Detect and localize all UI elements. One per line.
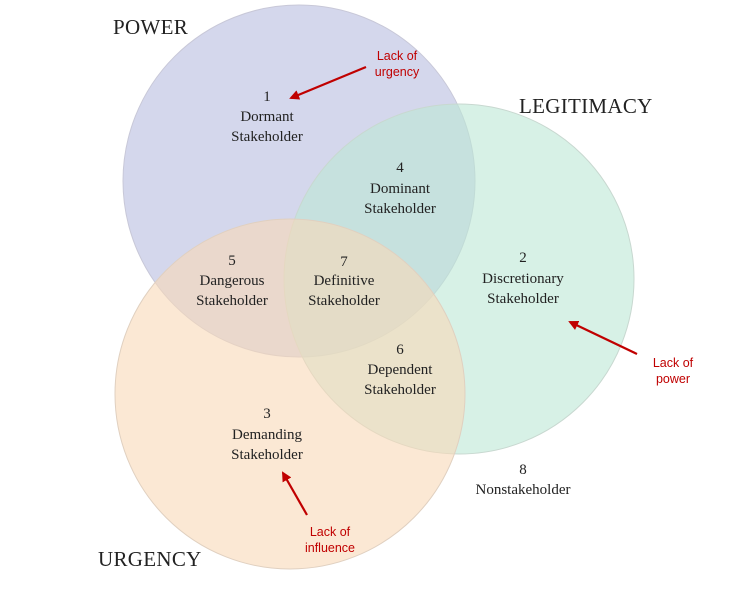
region-dangerous: 5 Dangerous Stakeholder (196, 253, 268, 309)
region-label: Demanding (232, 427, 302, 443)
region-nonstakeholder: 8 Nonstakeholder (476, 462, 571, 498)
annotation-lack-of-power: Lack of power (568, 320, 694, 386)
region-number: 2 (519, 250, 527, 266)
region-discretionary: 2 Discretionary Stakeholder (482, 250, 564, 307)
region-definitive: 7 Definitive Stakeholder (308, 254, 380, 309)
annotation-text: Lack of (377, 49, 418, 63)
region-number: 3 (263, 406, 271, 422)
region-number: 7 (340, 254, 348, 270)
region-label: Nonstakeholder (476, 482, 571, 498)
region-number: 4 (396, 160, 404, 176)
annotation-arrow (282, 471, 308, 516)
region-number: 1 (263, 89, 271, 105)
region-number: 6 (396, 342, 404, 358)
region-label: Dangerous (200, 273, 265, 289)
region-label: Stakeholder (364, 201, 436, 217)
region-label: Stakeholder (487, 291, 559, 307)
annotation-text: urgency (375, 65, 420, 79)
annotation-text: Lack of (653, 356, 694, 370)
region-label: Stakeholder (231, 129, 303, 145)
legitimacy-title: LEGITIMACY (519, 94, 653, 118)
region-label: Stakeholder (308, 293, 380, 309)
annotation-text: influence (305, 541, 355, 555)
region-label: Definitive (314, 273, 375, 289)
region-label: Stakeholder (231, 447, 303, 463)
urgency-circle (114, 218, 466, 570)
region-dependent: 6 Dependent Stakeholder (364, 342, 436, 398)
annotation-lack-of-influence: Lack of influence (282, 471, 355, 555)
annotation-text: power (656, 372, 690, 386)
urgency-title: URGENCY (98, 547, 202, 571)
annotation-lack-of-urgency: Lack of urgency (289, 49, 420, 100)
region-label: Dependent (368, 362, 434, 378)
annotation-arrow (568, 320, 638, 355)
region-label: Stakeholder (196, 293, 268, 309)
annotation-text: Lack of (310, 525, 351, 539)
region-label: Discretionary (482, 271, 564, 287)
region-number: 8 (519, 462, 527, 478)
region-label: Dominant (370, 181, 431, 197)
region-number: 5 (228, 253, 236, 269)
region-dominant: 4 Dominant Stakeholder (364, 160, 436, 217)
region-demanding: 3 Demanding Stakeholder (231, 406, 303, 463)
region-dormant: 1 Dormant Stakeholder (231, 89, 303, 145)
annotation-arrow (289, 65, 367, 100)
region-label: Stakeholder (364, 382, 436, 398)
region-label: Dormant (240, 109, 294, 125)
power-title: POWER (113, 15, 188, 39)
